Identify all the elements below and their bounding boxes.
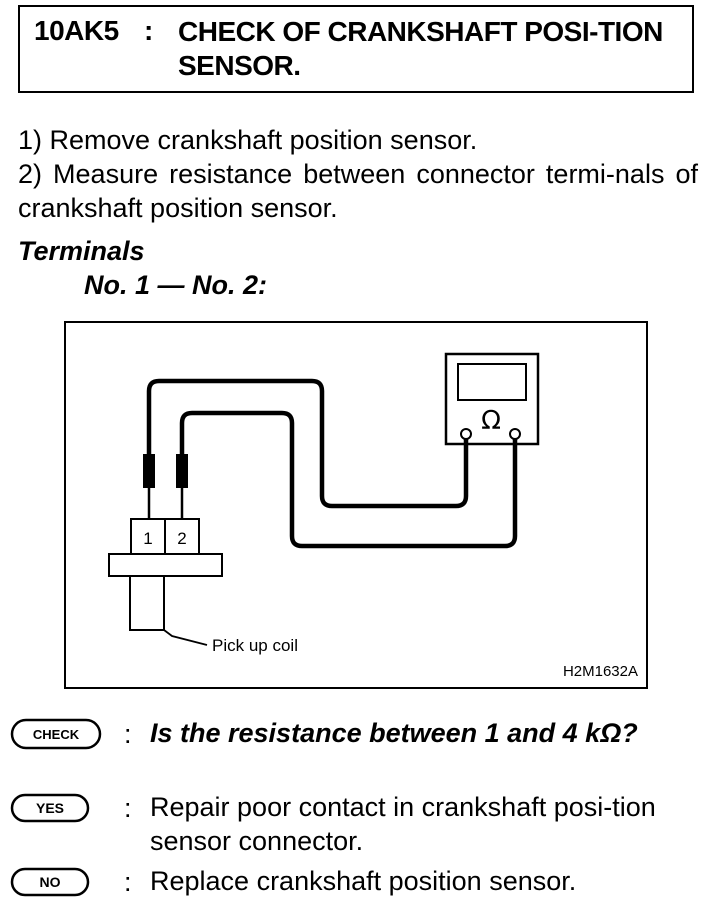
yes-action: Repair poor contact in crankshaft posi-t…: [150, 792, 656, 856]
connector-cell-2: [164, 518, 200, 555]
section-header: 10AK5 : CHECK OF CRANKSHAFT POSI-TION SE…: [18, 5, 694, 93]
probe-1: [143, 454, 155, 488]
diagram-frame: [64, 321, 648, 689]
terminals-pair: No. 1 — No. 2:: [84, 270, 268, 300]
check-colon: :: [124, 719, 132, 749]
terminal-2-label: 2: [177, 529, 186, 548]
section-colon: :: [144, 15, 154, 46]
svg-text:NO: NO: [40, 874, 61, 890]
sensor-body: [129, 575, 165, 631]
probe-2: [176, 454, 188, 488]
meter-terminal-right: [509, 428, 521, 440]
section-code: 10AK5: [34, 15, 119, 46]
figure-code: H2M1632A: [563, 663, 638, 680]
section-title: CHECK OF CRANKSHAFT POSI-TION SENSOR.: [178, 16, 663, 81]
svg-text:CHECK: CHECK: [33, 727, 80, 742]
meter-terminal-left: [460, 428, 472, 440]
wire-terminal-2: [179, 410, 518, 549]
wiring-diagram: Ω 1 2 Pick up coil H2M1632A: [64, 321, 648, 689]
ohmmeter-display: [457, 363, 527, 401]
check-badge-icon: CHECK: [10, 718, 102, 750]
ohmmeter-symbol: Ω: [481, 406, 501, 436]
wire-terminal-1: [146, 378, 469, 509]
sensor-flange: [108, 553, 223, 577]
pickup-leader: [163, 629, 208, 646]
svg-text:YES: YES: [36, 800, 64, 816]
yes-colon: :: [124, 793, 132, 823]
no-action: Replace crankshaft position sensor.: [150, 866, 577, 896]
yes-badge-icon: YES: [10, 793, 90, 823]
step-2: 2) Measure resistance between connector …: [18, 159, 698, 223]
terminal-1-label: 1: [143, 529, 152, 548]
no-colon: :: [124, 867, 132, 897]
step-1: 1) Remove crankshaft position sensor.: [18, 125, 478, 155]
check-question: Is the resistance between 1 and 4 kΩ?: [150, 718, 638, 748]
no-badge-icon: NO: [10, 867, 90, 897]
pickup-coil-label: Pick up coil: [212, 636, 298, 655]
terminals-heading: Terminals: [18, 236, 145, 266]
